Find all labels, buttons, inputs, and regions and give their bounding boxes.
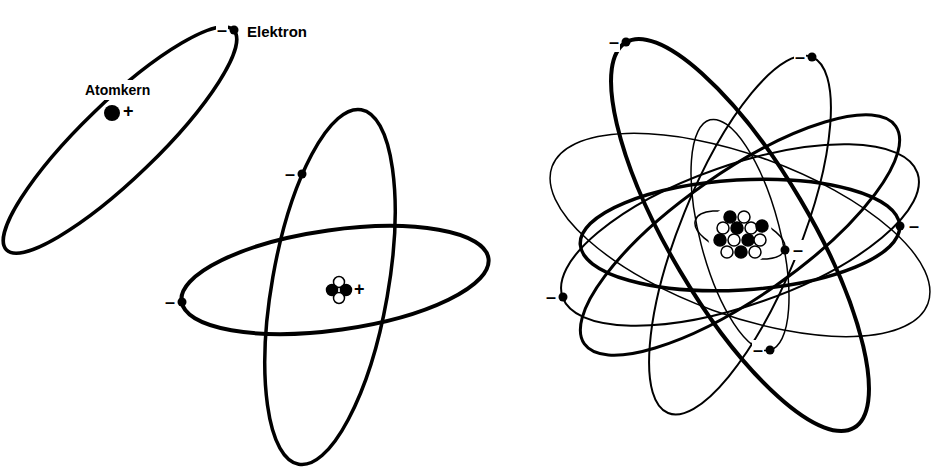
electron-dot — [766, 346, 775, 355]
charge-sign: – — [284, 164, 296, 184]
nucleus — [104, 105, 120, 121]
electron-orbit — [566, 7, 915, 464]
charge-sign: – — [908, 216, 920, 236]
electron-orbit — [689, 201, 791, 269]
electron-dot — [298, 170, 307, 179]
electron-orbit — [612, 35, 867, 436]
electron-dot — [808, 53, 817, 62]
charge-sign: + — [122, 101, 135, 121]
electron-orbit — [671, 110, 808, 360]
part-label: Atomkern — [84, 80, 151, 100]
charge-sign: – — [752, 340, 764, 360]
electron-orbit — [549, 75, 931, 395]
electron-dot — [896, 222, 905, 231]
charge-sign: – — [164, 292, 176, 312]
electron-dot — [622, 38, 631, 47]
electron-orbit — [539, 107, 933, 363]
electron-dot — [178, 298, 187, 307]
charge-sign: – — [216, 20, 228, 40]
electron-orbit — [577, 171, 903, 300]
part-label: Elektron — [246, 22, 308, 42]
electron-orbit — [175, 209, 496, 351]
charge-sign: – — [545, 287, 557, 307]
electron-orbit — [0, 3, 260, 277]
charge-sign: – — [794, 47, 806, 67]
charge-sign: – — [792, 240, 804, 260]
electron-dot — [230, 26, 239, 35]
electron-orbit — [525, 91, 933, 378]
electron-dot — [781, 246, 790, 255]
charge-sign: – — [608, 32, 620, 52]
nucleus — [708, 203, 772, 267]
electron-orbit — [242, 100, 419, 470]
electron-dot — [559, 293, 568, 302]
nucleus — [327, 277, 352, 304]
charge-sign: + — [353, 279, 366, 299]
